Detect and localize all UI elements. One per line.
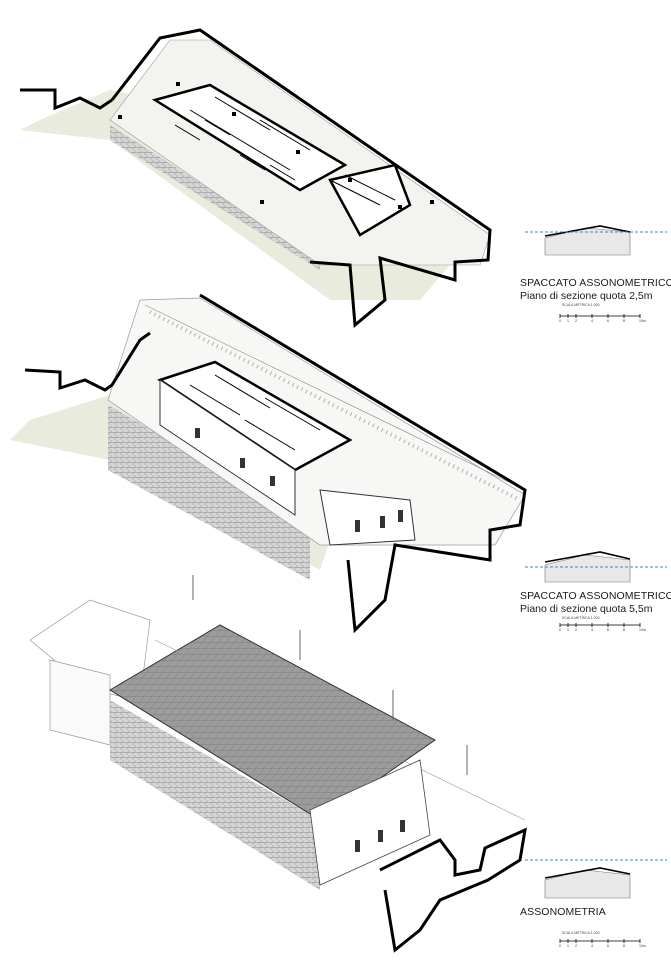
legend-title: SPACCATO ASSONOMETRICO (520, 590, 671, 602)
scale-tick-label: 4 (591, 319, 593, 323)
elevation-thumbnail (525, 225, 667, 256)
scale-tick-label: 8 (623, 319, 625, 323)
scale-caption: SCALA METRICA 1:200 (562, 931, 600, 935)
scale-tick-label: 10m (639, 628, 646, 632)
lamp-posts (192, 575, 468, 775)
scale-tick-label: 6 (607, 628, 609, 632)
legend-subtitle: Piano di sezione quota 5,5m (520, 603, 653, 615)
building-facade (309, 759, 431, 886)
scale-bar (559, 623, 641, 627)
section-cut-line (379, 827, 527, 953)
scale-tick-label: 1 (567, 319, 569, 323)
axo-full (29, 575, 527, 953)
legend-subtitle: Piano di sezione quota 2,5m (520, 290, 653, 302)
section-cut-line (24, 331, 151, 392)
scale-tick-label: 10m (639, 944, 646, 948)
scale-tick-label: 0 (559, 944, 561, 948)
interior-partitions (189, 374, 321, 451)
legend-title: SPACCATO ASSONOMETRICO (520, 277, 671, 289)
legend-section-2-5m: SPACCATO ASSONOMETRICO Piano di sezione … (520, 277, 671, 307)
scale-tick-label: 8 (623, 944, 625, 948)
scale-tick-label: 6 (607, 319, 609, 323)
railing (154, 639, 526, 821)
scale-tick-label: 2 (575, 944, 577, 948)
section-cut-line (20, 88, 113, 111)
scale-tick-label: 4 (591, 944, 593, 948)
scale-tick-label: 0 (559, 319, 561, 323)
legend-section-5-5m: SPACCATO ASSONOMETRICO Piano di sezione … (520, 590, 671, 620)
scale-tick-label: 6 (607, 944, 609, 948)
windows (355, 820, 405, 852)
scale-tick-label: 8 (623, 628, 625, 632)
stone-wall (108, 405, 310, 580)
scale-tick-label: 4 (591, 628, 593, 632)
legend-title: ASSONOMETRIA (520, 906, 606, 918)
railing-posts (149, 310, 521, 502)
scale-tick-label: 1 (567, 944, 569, 948)
scale-tick-label: 1 (567, 628, 569, 632)
scale-bar (559, 939, 641, 943)
building-facade (159, 379, 416, 546)
elevation-thumbnail (525, 551, 667, 583)
scale-caption: SCALA METRICA 1:200 (562, 303, 600, 307)
scale-tick-label: 2 (575, 628, 577, 632)
section-cut-line (110, 28, 492, 328)
railing (144, 304, 526, 491)
stone-wall (110, 125, 320, 270)
scale-bar (559, 314, 641, 318)
stone-wall (110, 700, 320, 890)
columns (118, 82, 434, 209)
axo-section-2-5m (20, 28, 492, 328)
legend-axonometry: ASSONOMETRIA SCALA METRICA 1:200 (520, 906, 670, 935)
axo-section-5-5m (10, 293, 527, 634)
interior-partitions (174, 96, 396, 206)
section-cut-line (199, 293, 527, 634)
scale-tick-label: 0 (559, 628, 561, 632)
elevation-thumbnail (525, 859, 667, 899)
scale-tick-label: 10m (639, 319, 646, 323)
windows (195, 428, 403, 532)
scale-tick-label: 2 (575, 319, 577, 323)
pergola-roof (109, 624, 436, 821)
scale-caption: SCALA METRICA 1:200 (562, 616, 600, 620)
